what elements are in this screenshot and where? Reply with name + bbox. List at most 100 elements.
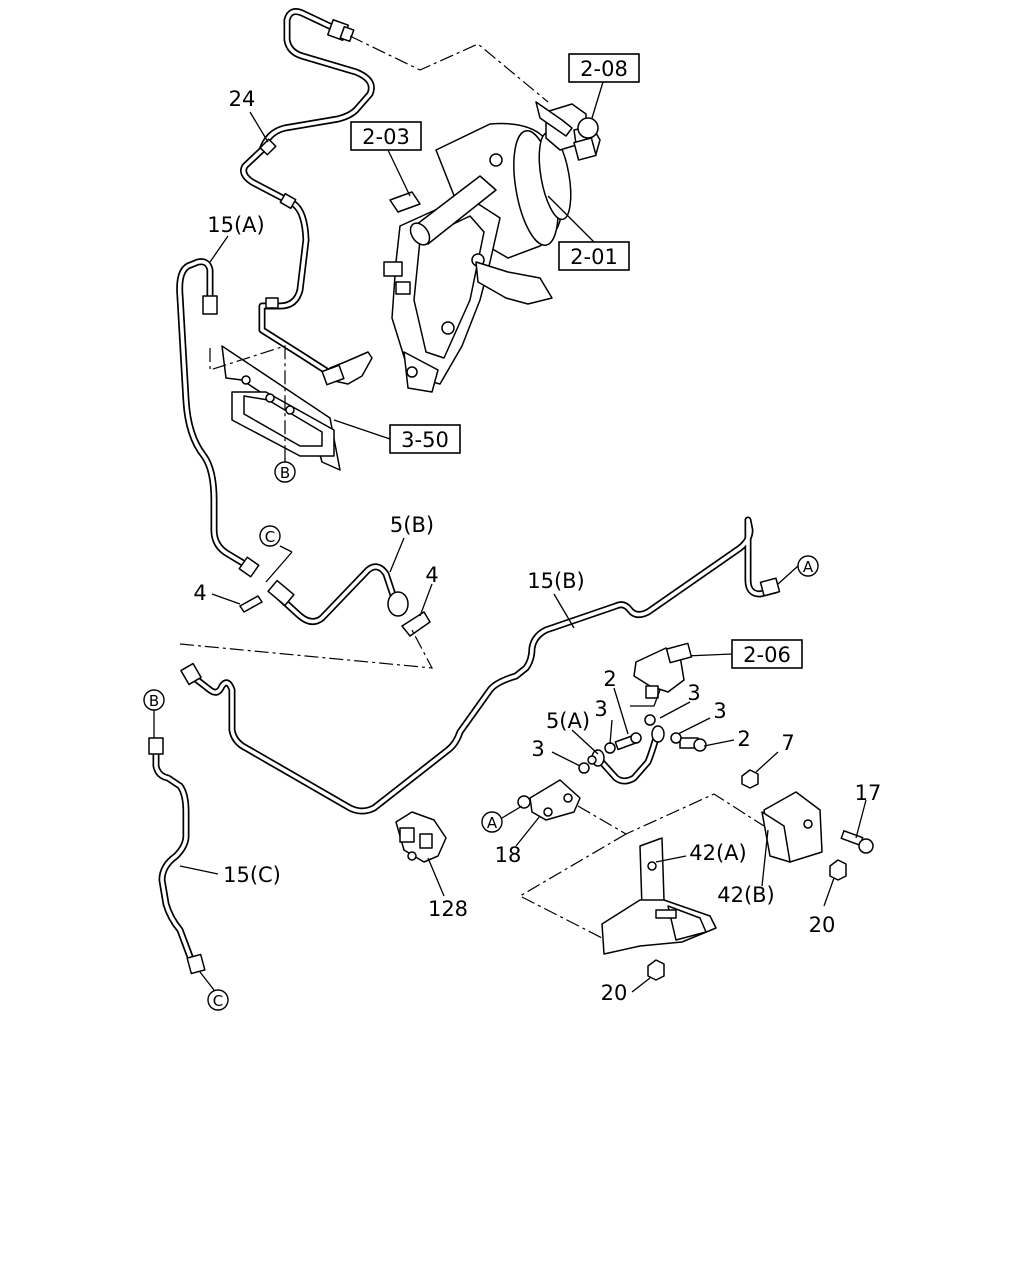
ref-2-06[interactable]: 2-06 <box>731 639 803 669</box>
callout-15a: 15(A) <box>207 213 264 237</box>
ref-2-01-label: 2-01 <box>570 245 618 269</box>
leader-128 <box>427 857 445 897</box>
pipe-15b <box>180 516 781 815</box>
bracket-42b <box>761 791 823 863</box>
leader-pipe-chain-a <box>179 629 434 669</box>
callout-5a: 5(A) <box>546 709 590 733</box>
washer-3-a <box>604 742 616 754</box>
leader-bracket-3-50 <box>209 345 286 462</box>
callout-4-right: 4 <box>425 563 438 587</box>
connector-b-top-label: B <box>280 464 290 482</box>
leader-c-top <box>279 545 293 553</box>
nut-7 <box>741 769 759 789</box>
callout-4-left: 4 <box>193 581 206 605</box>
leader-a-right <box>777 565 799 585</box>
leader-7 <box>755 751 779 773</box>
valve-2-06 <box>633 642 693 699</box>
callout-7: 7 <box>781 731 794 755</box>
ref-2-08-label: 2-08 <box>580 57 628 81</box>
bracket-42a <box>601 837 717 955</box>
pipe-5b <box>267 563 409 625</box>
ref-2-01[interactable]: 2-01 <box>558 241 630 271</box>
pipe-15a <box>176 258 260 578</box>
bracket-18 <box>517 779 581 821</box>
callout-3-b: 3 <box>594 697 607 721</box>
leader-3-a <box>677 717 711 735</box>
ref-2-03-label: 2-03 <box>362 125 410 149</box>
pipe-15c <box>148 737 206 975</box>
leader-plate-chain <box>518 833 627 941</box>
leader-15b <box>553 593 575 629</box>
leader-20-bottom <box>631 977 651 993</box>
clip-4-left <box>239 595 263 613</box>
leader-2-08 <box>591 81 604 119</box>
leader-17 <box>855 799 867 839</box>
callout-18: 18 <box>495 843 522 867</box>
leader-24-to-2-08 <box>349 35 549 103</box>
callout-15b: 15(B) <box>527 569 585 593</box>
callout-2-upper: 2 <box>603 667 616 691</box>
callout-42b: 42(B) <box>717 883 775 907</box>
clip-4-right <box>401 611 431 637</box>
callout-42a: 42(A) <box>689 841 746 865</box>
leader-42b <box>761 829 769 887</box>
connector-b-left: B <box>143 689 165 711</box>
leader-2-01 <box>547 195 595 243</box>
clip-128 <box>395 811 447 863</box>
ref-2-03[interactable]: 2-03 <box>350 121 422 151</box>
washer-extra <box>587 755 597 765</box>
bracket-3-50 <box>221 345 341 471</box>
connector-b-top: B <box>274 461 296 483</box>
leader-5a <box>571 729 599 755</box>
leader-4-left <box>211 593 241 605</box>
pipe-24 <box>240 8 375 386</box>
ref-3-50-label: 3-50 <box>401 428 449 452</box>
bolt-2-lower <box>679 737 707 752</box>
connector-a-right-label: A <box>803 558 814 576</box>
callout-3-a: 3 <box>713 699 726 723</box>
leader-2-lower <box>703 739 735 747</box>
connector-c-top: C <box>259 525 281 547</box>
leader-20-right <box>823 877 835 907</box>
callout-20-right: 20 <box>809 913 836 937</box>
leader-2-06 <box>685 653 733 657</box>
callout-128: 128 <box>428 897 468 921</box>
callout-5b: 5(B) <box>390 513 434 537</box>
nut-20-bottom <box>647 959 665 981</box>
pipe-5a <box>591 725 665 785</box>
connector-c-bottom-label: C <box>213 992 223 1010</box>
fitting-2-08-part <box>535 101 599 161</box>
ref-2-08[interactable]: 2-08 <box>568 53 640 83</box>
bolt-2-upper <box>614 732 642 751</box>
leader-2-upper <box>613 687 629 735</box>
washer-3-d <box>578 762 590 774</box>
connector-c-top-label: C <box>265 528 275 546</box>
leader-42a <box>655 855 687 863</box>
leader-valve-2-06 <box>630 689 661 707</box>
callout-3-c: 3 <box>687 681 700 705</box>
connector-a-mid: A <box>481 811 503 833</box>
leader-c-bottom <box>199 971 215 991</box>
leader-3-b <box>609 719 613 745</box>
nut-20-right <box>829 859 847 881</box>
connector-b-left-label: B <box>149 692 159 710</box>
washer-3-c <box>670 732 682 744</box>
callout-2-lower: 2 <box>737 727 750 751</box>
leader-3-50 <box>333 419 391 440</box>
callout-24: 24 <box>229 87 256 111</box>
leader-4-right <box>419 583 433 617</box>
ref-3-50[interactable]: 3-50 <box>389 424 461 454</box>
bolt-17 <box>840 830 874 854</box>
leader-a-mid <box>501 805 523 819</box>
washer-3-b <box>644 714 656 726</box>
leader-bracket-chain <box>577 793 765 835</box>
leader-15a <box>209 235 229 263</box>
leader-c-top-b <box>265 551 293 583</box>
leader-3-c <box>659 701 691 719</box>
leader-3-d <box>551 751 581 767</box>
callout-20-bottom: 20 <box>601 981 628 1005</box>
leader-2-03 <box>387 149 411 197</box>
leader-15c <box>179 865 219 875</box>
leader-24 <box>249 111 269 143</box>
